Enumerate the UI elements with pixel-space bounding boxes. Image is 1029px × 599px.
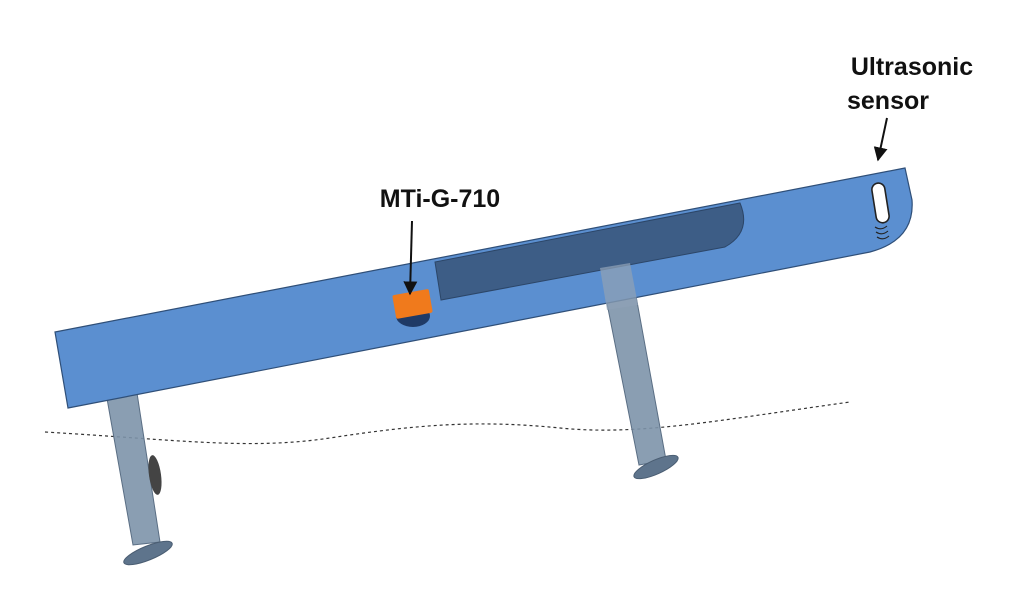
- sensor-label-line1: Ultrasonic: [851, 53, 973, 81]
- sound-wave-icon: [874, 225, 890, 240]
- front-foil-plate: [633, 454, 679, 480]
- rudder: [148, 455, 162, 495]
- imu-label: MTi-G-710: [380, 185, 500, 213]
- sensor-arrow: [873, 117, 888, 162]
- rear-foil-plate: [123, 540, 173, 566]
- imu-arrow: [403, 220, 418, 296]
- waterline: [44, 401, 851, 445]
- hull-panel: [434, 202, 745, 301]
- imu-box-icon: [392, 289, 433, 327]
- sensor-label-line2: sensor: [847, 87, 929, 115]
- front-strut-top: [600, 263, 638, 310]
- ultrasonic-sensor-icon: [871, 182, 890, 224]
